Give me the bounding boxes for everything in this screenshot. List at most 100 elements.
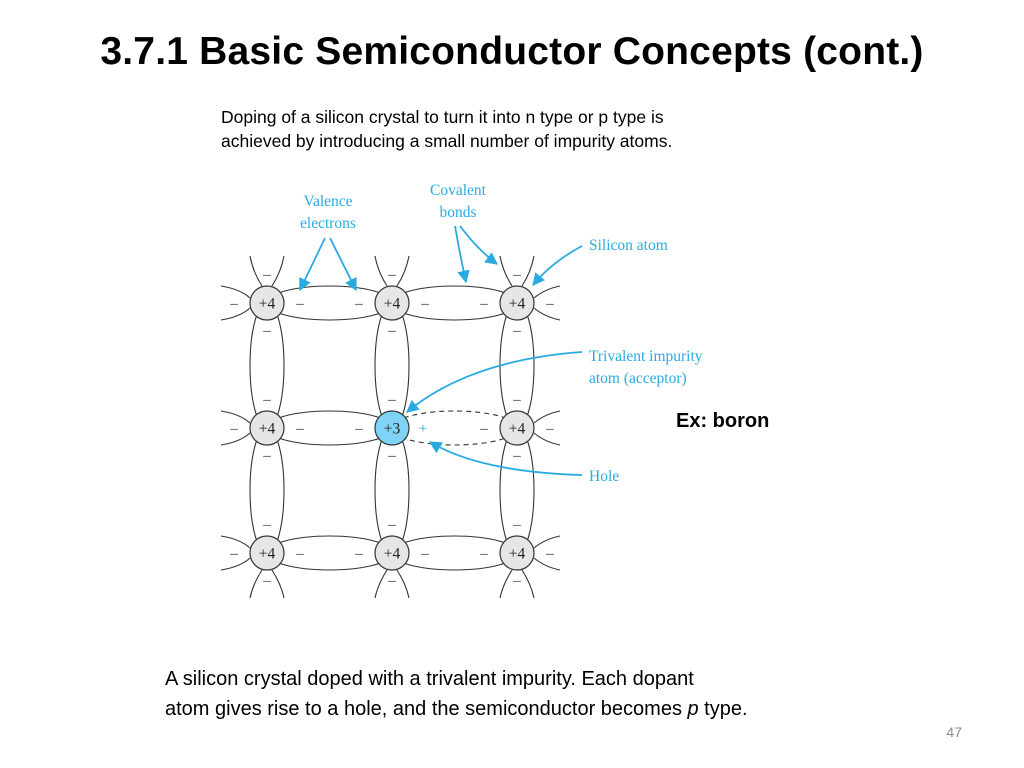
- valence-electron: –: [354, 421, 363, 437]
- acceptor-atom: [374, 410, 410, 446]
- valence-electron: –: [262, 573, 271, 589]
- arrow-covalent-left: [454, 225, 470, 284]
- covalent-bond-stub: [533, 410, 561, 424]
- covalent-label-line-2: bonds: [439, 204, 476, 221]
- valence-electron: –: [387, 517, 396, 533]
- valence-electron: –: [387, 448, 396, 464]
- silicon-atom-charge: +4: [509, 546, 526, 563]
- valence-electron: –: [262, 517, 271, 533]
- covalent-bond-stub: [249, 255, 263, 287]
- covalent-bond-stub: [374, 569, 388, 599]
- silicon-atom-charge: +4: [384, 546, 401, 563]
- silicon-atom-charge: +4: [384, 296, 401, 313]
- caption-line-1: A silicon crystal doped with a trivalent…: [165, 668, 694, 690]
- valence-label-line-1: Valence: [303, 193, 352, 210]
- arrow-acceptor: [406, 351, 583, 413]
- valence-electron: –: [387, 267, 396, 283]
- valence-electron: –: [420, 546, 429, 562]
- valence-electron: –: [387, 573, 396, 589]
- valence-electron: –: [545, 296, 554, 312]
- silicon-atom: [249, 535, 285, 571]
- example-label: Ex: boron: [676, 410, 770, 432]
- covalent-bond: [265, 535, 394, 571]
- silicon-atom-label: Silicon atom: [589, 237, 668, 254]
- valence-electron: –: [512, 573, 521, 589]
- silicon-atom-charge: +4: [259, 296, 276, 313]
- covalent-bond: [390, 285, 519, 321]
- covalent-bond-stub: [220, 432, 251, 446]
- covalent-label-line-1: Covalent: [430, 182, 487, 199]
- covalent-bond-stub: [533, 535, 561, 549]
- caption-line-2-start: atom gives rise to a hole, and the semic…: [165, 698, 688, 720]
- arrow-silicon-atom: [532, 245, 583, 286]
- covalent-bond-stub: [271, 255, 285, 287]
- caption-line-2-end: type.: [698, 698, 748, 720]
- valence-electron: –: [354, 546, 363, 562]
- annotation-arrows: [299, 225, 583, 476]
- trivalent-label-line-2: atom (acceptor): [589, 370, 687, 387]
- figure-caption: A silicon crystal doped with a trivalent…: [165, 664, 885, 724]
- intro-line-1: Doping of a silicon crystal to turn it i…: [221, 107, 664, 127]
- valence-electron: –: [229, 296, 238, 312]
- valence-electron: –: [420, 296, 429, 312]
- valence-electron: –: [295, 546, 304, 562]
- covalent-bond: [374, 426, 410, 555]
- caption-p-italic: p: [687, 698, 699, 720]
- valence-electron: –: [229, 421, 238, 437]
- silicon-atom: [499, 285, 535, 321]
- covalent-bond-stub: [271, 569, 285, 599]
- valence-electron: –: [512, 517, 521, 533]
- caption-line-2: atom gives rise to a hole, and the semic…: [165, 694, 885, 724]
- covalent-bond-stub: [396, 255, 410, 287]
- valence-label-line-2: electrons: [300, 215, 356, 232]
- covalent-bond-stub: [533, 557, 561, 571]
- valence-electron: –: [512, 323, 521, 339]
- covalent-bond: [249, 426, 285, 555]
- valence-electrons: –––––––––––––––––––+––––––––––––––––: [229, 267, 554, 589]
- covalent-bond: [249, 301, 285, 430]
- silicon-atom-charge: +4: [509, 421, 526, 438]
- valence-electron: –: [295, 421, 304, 437]
- valence-electron: –: [545, 546, 554, 562]
- silicon-atom-charge: +4: [259, 421, 276, 438]
- covalent-bond: [390, 535, 519, 571]
- covalent-bond-stub: [499, 255, 513, 287]
- valence-electron: –: [512, 392, 521, 408]
- arrow-covalent-right: [459, 225, 499, 265]
- covalent-bond-stub: [374, 255, 388, 287]
- arrow-valence-left: [299, 237, 326, 292]
- valence-electron: –: [295, 296, 304, 312]
- covalent-bond-stub: [220, 557, 251, 571]
- covalent-bond-stub: [499, 569, 513, 599]
- valence-electron: –: [479, 296, 488, 312]
- covalent-bond-stub: [521, 569, 535, 599]
- atoms: +4+4+4+4+3+4+4+4+4: [249, 285, 535, 571]
- valence-electron: –: [512, 448, 521, 464]
- covalent-bond-stub: [220, 285, 251, 299]
- silicon-atom: [374, 535, 410, 571]
- arrow-valence-right: [329, 237, 357, 292]
- slide-number: 47: [946, 724, 962, 740]
- valence-electron: –: [387, 392, 396, 408]
- silicon-atom-charge: +4: [509, 296, 526, 313]
- valence-electron: –: [262, 392, 271, 408]
- covalent-bond-stub: [396, 569, 410, 599]
- valence-electron: –: [229, 546, 238, 562]
- valence-electron: –: [545, 421, 554, 437]
- covalent-bond-stub: [533, 285, 561, 299]
- covalent-bond-stub: [220, 535, 251, 549]
- valence-electron: –: [262, 448, 271, 464]
- acceptor-atom-charge: +3: [384, 421, 401, 438]
- valence-electron: –: [387, 323, 396, 339]
- valence-electron: –: [354, 296, 363, 312]
- covalent-bond: [390, 410, 519, 446]
- covalent-bond: [499, 301, 535, 430]
- valence-electron: –: [262, 323, 271, 339]
- hole-label: Hole: [589, 468, 619, 485]
- arrow-hole: [428, 441, 583, 476]
- silicon-atom: [499, 410, 535, 446]
- covalent-bond-stub: [220, 307, 251, 321]
- covalent-bond: [265, 285, 394, 321]
- intro-text: Doping of a silicon crystal to turn it i…: [221, 105, 801, 153]
